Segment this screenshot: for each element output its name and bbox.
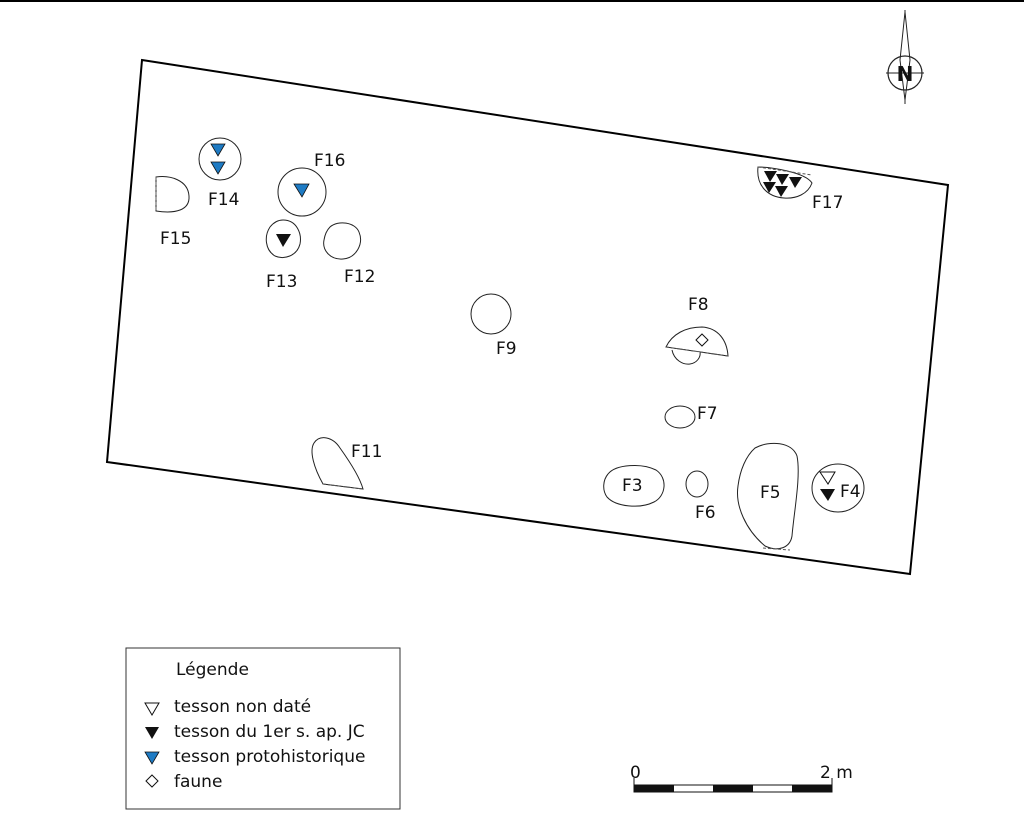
legend-item-label: tesson non daté — [174, 697, 311, 717]
legend: Légende tesson non daté tesson du 1er s.… — [125, 647, 401, 810]
feature-label-F16: F16 — [314, 151, 345, 171]
triangle-black-icon — [789, 177, 802, 188]
feature-label-F13: F13 — [266, 272, 297, 292]
feature-label-F7: F7 — [697, 404, 718, 424]
triangle-blue-icon — [210, 143, 226, 157]
triangle-blue-icon — [210, 161, 226, 175]
scale-start-label: 0 — [630, 763, 641, 783]
feature-F7: F7 — [664, 404, 718, 429]
scale-bar: 0 2 m — [630, 763, 853, 793]
feature-F4: F4 — [811, 463, 865, 513]
feature-F16: F16 — [277, 151, 345, 217]
feature-F14: F14 — [198, 137, 242, 210]
feature-F12: F12 — [323, 222, 375, 287]
feature-label-F6: F6 — [695, 503, 716, 523]
feature-label-F12: F12 — [344, 267, 375, 287]
legend-item-label: faune — [174, 772, 222, 792]
legend-item-label: tesson du 1er s. ap. JC — [174, 722, 365, 742]
north-arrow-icon: N — [886, 10, 924, 104]
feature-F3: F3 — [603, 465, 665, 507]
triangle-black-icon — [276, 234, 291, 247]
triangle-black-icon — [763, 182, 776, 193]
triangle-open-icon — [144, 702, 160, 716]
feature-label-F15: F15 — [160, 229, 191, 249]
feature-F13: F13 — [265, 219, 301, 292]
feature-F11: F11 — [311, 437, 382, 490]
feature-label-F11: F11 — [351, 442, 382, 462]
triangle-blue-icon — [144, 751, 160, 765]
trench-outline — [105, 58, 950, 576]
triangle-blue-icon — [293, 183, 310, 198]
triangle-black-icon — [820, 489, 835, 501]
feature-label-F4: F4 — [840, 482, 861, 502]
triangle-black-icon — [776, 174, 789, 185]
feature-label-F3: F3 — [622, 476, 643, 496]
triangle-black-icon — [145, 727, 159, 739]
feature-F15: F15 — [155, 176, 191, 249]
feature-F5: F5 — [737, 442, 799, 551]
feature-label-F14: F14 — [208, 190, 239, 210]
feature-F17: F17 — [757, 166, 843, 213]
scale-end-label: 2 m — [820, 763, 853, 783]
feature-label-F8: F8 — [688, 295, 709, 315]
legend-title: Légende — [176, 660, 249, 680]
north-label: N — [897, 62, 914, 86]
feature-label-F9: F9 — [496, 339, 517, 359]
feature-F6: F6 — [685, 470, 716, 523]
feature-F9: F9 — [470, 293, 517, 359]
feature-F8: F8 — [665, 295, 729, 365]
diamond-open-icon — [145, 774, 159, 788]
triangle-open-icon — [819, 471, 836, 485]
feature-label-F17: F17 — [812, 193, 843, 213]
feature-label-F5: F5 — [760, 483, 781, 503]
diamond-open-icon — [695, 333, 709, 347]
triangle-black-icon — [775, 186, 788, 197]
triangle-black-icon — [764, 171, 777, 182]
legend-item-label: tesson protohistorique — [174, 747, 365, 767]
